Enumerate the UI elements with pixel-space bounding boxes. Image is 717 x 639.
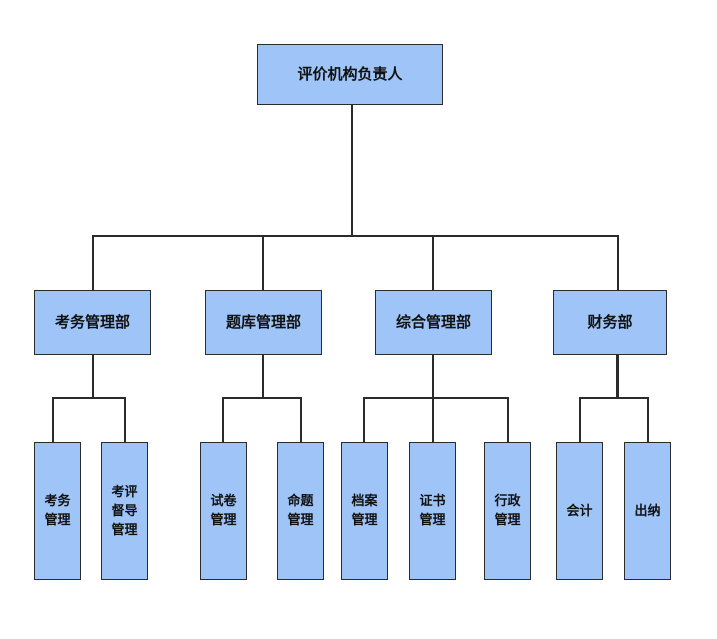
connector-leaf1-2 xyxy=(124,397,126,443)
connector-dept1-down xyxy=(92,354,94,398)
connector-dept2-down xyxy=(262,354,264,398)
root-node: 评价机构负责人 xyxy=(257,44,443,105)
connector-dept3-up xyxy=(432,235,434,291)
dept-node-finance: 财务部 xyxy=(553,290,667,355)
connector-root-down xyxy=(351,104,353,236)
connector-leaf4-1 xyxy=(579,397,581,443)
connector-leaf3-1 xyxy=(363,397,365,443)
leaf-node-supervision: 考评 督导 管理 xyxy=(101,442,148,580)
leaf-node-label: 出纳 xyxy=(634,503,661,519)
connector-dept3-bus xyxy=(363,397,509,399)
leaf-node-cashier: 出纳 xyxy=(624,442,671,580)
leaf-node-label: 考务 管理 xyxy=(44,494,71,528)
leaf-node-question-management: 命题 管理 xyxy=(277,442,324,580)
leaf-node-label: 考评 督导 管理 xyxy=(111,484,138,538)
leaf-node-paper-management: 试卷 管理 xyxy=(200,442,247,580)
connector-leaf2-1 xyxy=(222,397,224,443)
connector-dept2-bus xyxy=(222,397,302,399)
dept-node-label: 综合管理部 xyxy=(395,313,471,331)
dept-node-general-affairs: 综合管理部 xyxy=(375,290,492,355)
leaf-node-admin-management: 行政 管理 xyxy=(484,442,531,580)
connector-leaf3-3 xyxy=(507,397,509,443)
connector-dept1-up xyxy=(92,235,94,291)
connector-dept4-bus xyxy=(579,397,649,399)
connector-dept1-bus xyxy=(52,397,126,399)
dept-node-label: 题库管理部 xyxy=(225,313,301,331)
leaf-node-label: 档案 管理 xyxy=(351,494,378,528)
dept-node-question-bank: 题库管理部 xyxy=(205,290,322,355)
dept-node-exam-affairs: 考务管理部 xyxy=(34,290,151,355)
connector-leaf2-2 xyxy=(300,397,302,443)
connector-dept2-up xyxy=(262,235,264,291)
connector-dept4-up xyxy=(617,235,619,291)
leaf-node-label: 会计 xyxy=(566,503,593,519)
connector-dept3-down xyxy=(432,354,434,398)
connector-dept-bus xyxy=(92,235,618,237)
dept-node-label: 考务管理部 xyxy=(54,313,130,331)
leaf-node-certificate-management: 证书 管理 xyxy=(409,442,456,580)
root-node-label: 评价机构负责人 xyxy=(297,65,403,83)
connector-leaf3-2 xyxy=(432,397,434,443)
connector-dept4-down xyxy=(616,354,619,398)
leaf-node-label: 证书 管理 xyxy=(419,494,446,528)
leaf-node-label: 行政 管理 xyxy=(494,494,521,528)
connector-leaf4-2 xyxy=(647,397,649,443)
leaf-node-archive-management: 档案 管理 xyxy=(341,442,388,580)
leaf-node-label: 命题 管理 xyxy=(287,494,314,528)
connector-leaf1-1 xyxy=(52,397,54,443)
leaf-node-label: 试卷 管理 xyxy=(210,494,237,528)
leaf-node-accounting: 会计 xyxy=(556,442,603,580)
leaf-node-exam-management: 考务 管理 xyxy=(34,442,81,580)
dept-node-label: 财务部 xyxy=(587,313,633,331)
